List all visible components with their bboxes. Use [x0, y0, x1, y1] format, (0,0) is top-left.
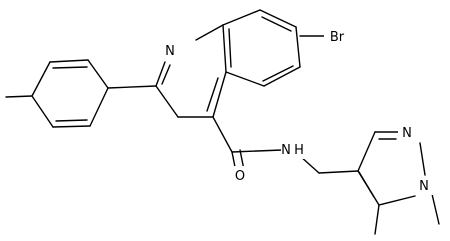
- tolyl-ring: [5, 59, 157, 128]
- amide-nitrogen-label: N: [281, 143, 291, 158]
- quinoline-nitrogen-label: N: [165, 44, 175, 59]
- carbonyl-oxygen-label: O: [235, 169, 245, 184]
- pyrazole-ring: [357, 131, 440, 235]
- amide-hydrogen-label: H: [294, 143, 304, 158]
- pyrazole-nitrogen-2-label: N: [402, 126, 412, 141]
- quinoline-pyridine-ring: [155, 24, 227, 118]
- pyrazole-nitrogen-1-label: N: [419, 179, 429, 194]
- bromine-atom-label: Br: [330, 30, 345, 45]
- quinoline-benzo-ring: [222, 9, 331, 87]
